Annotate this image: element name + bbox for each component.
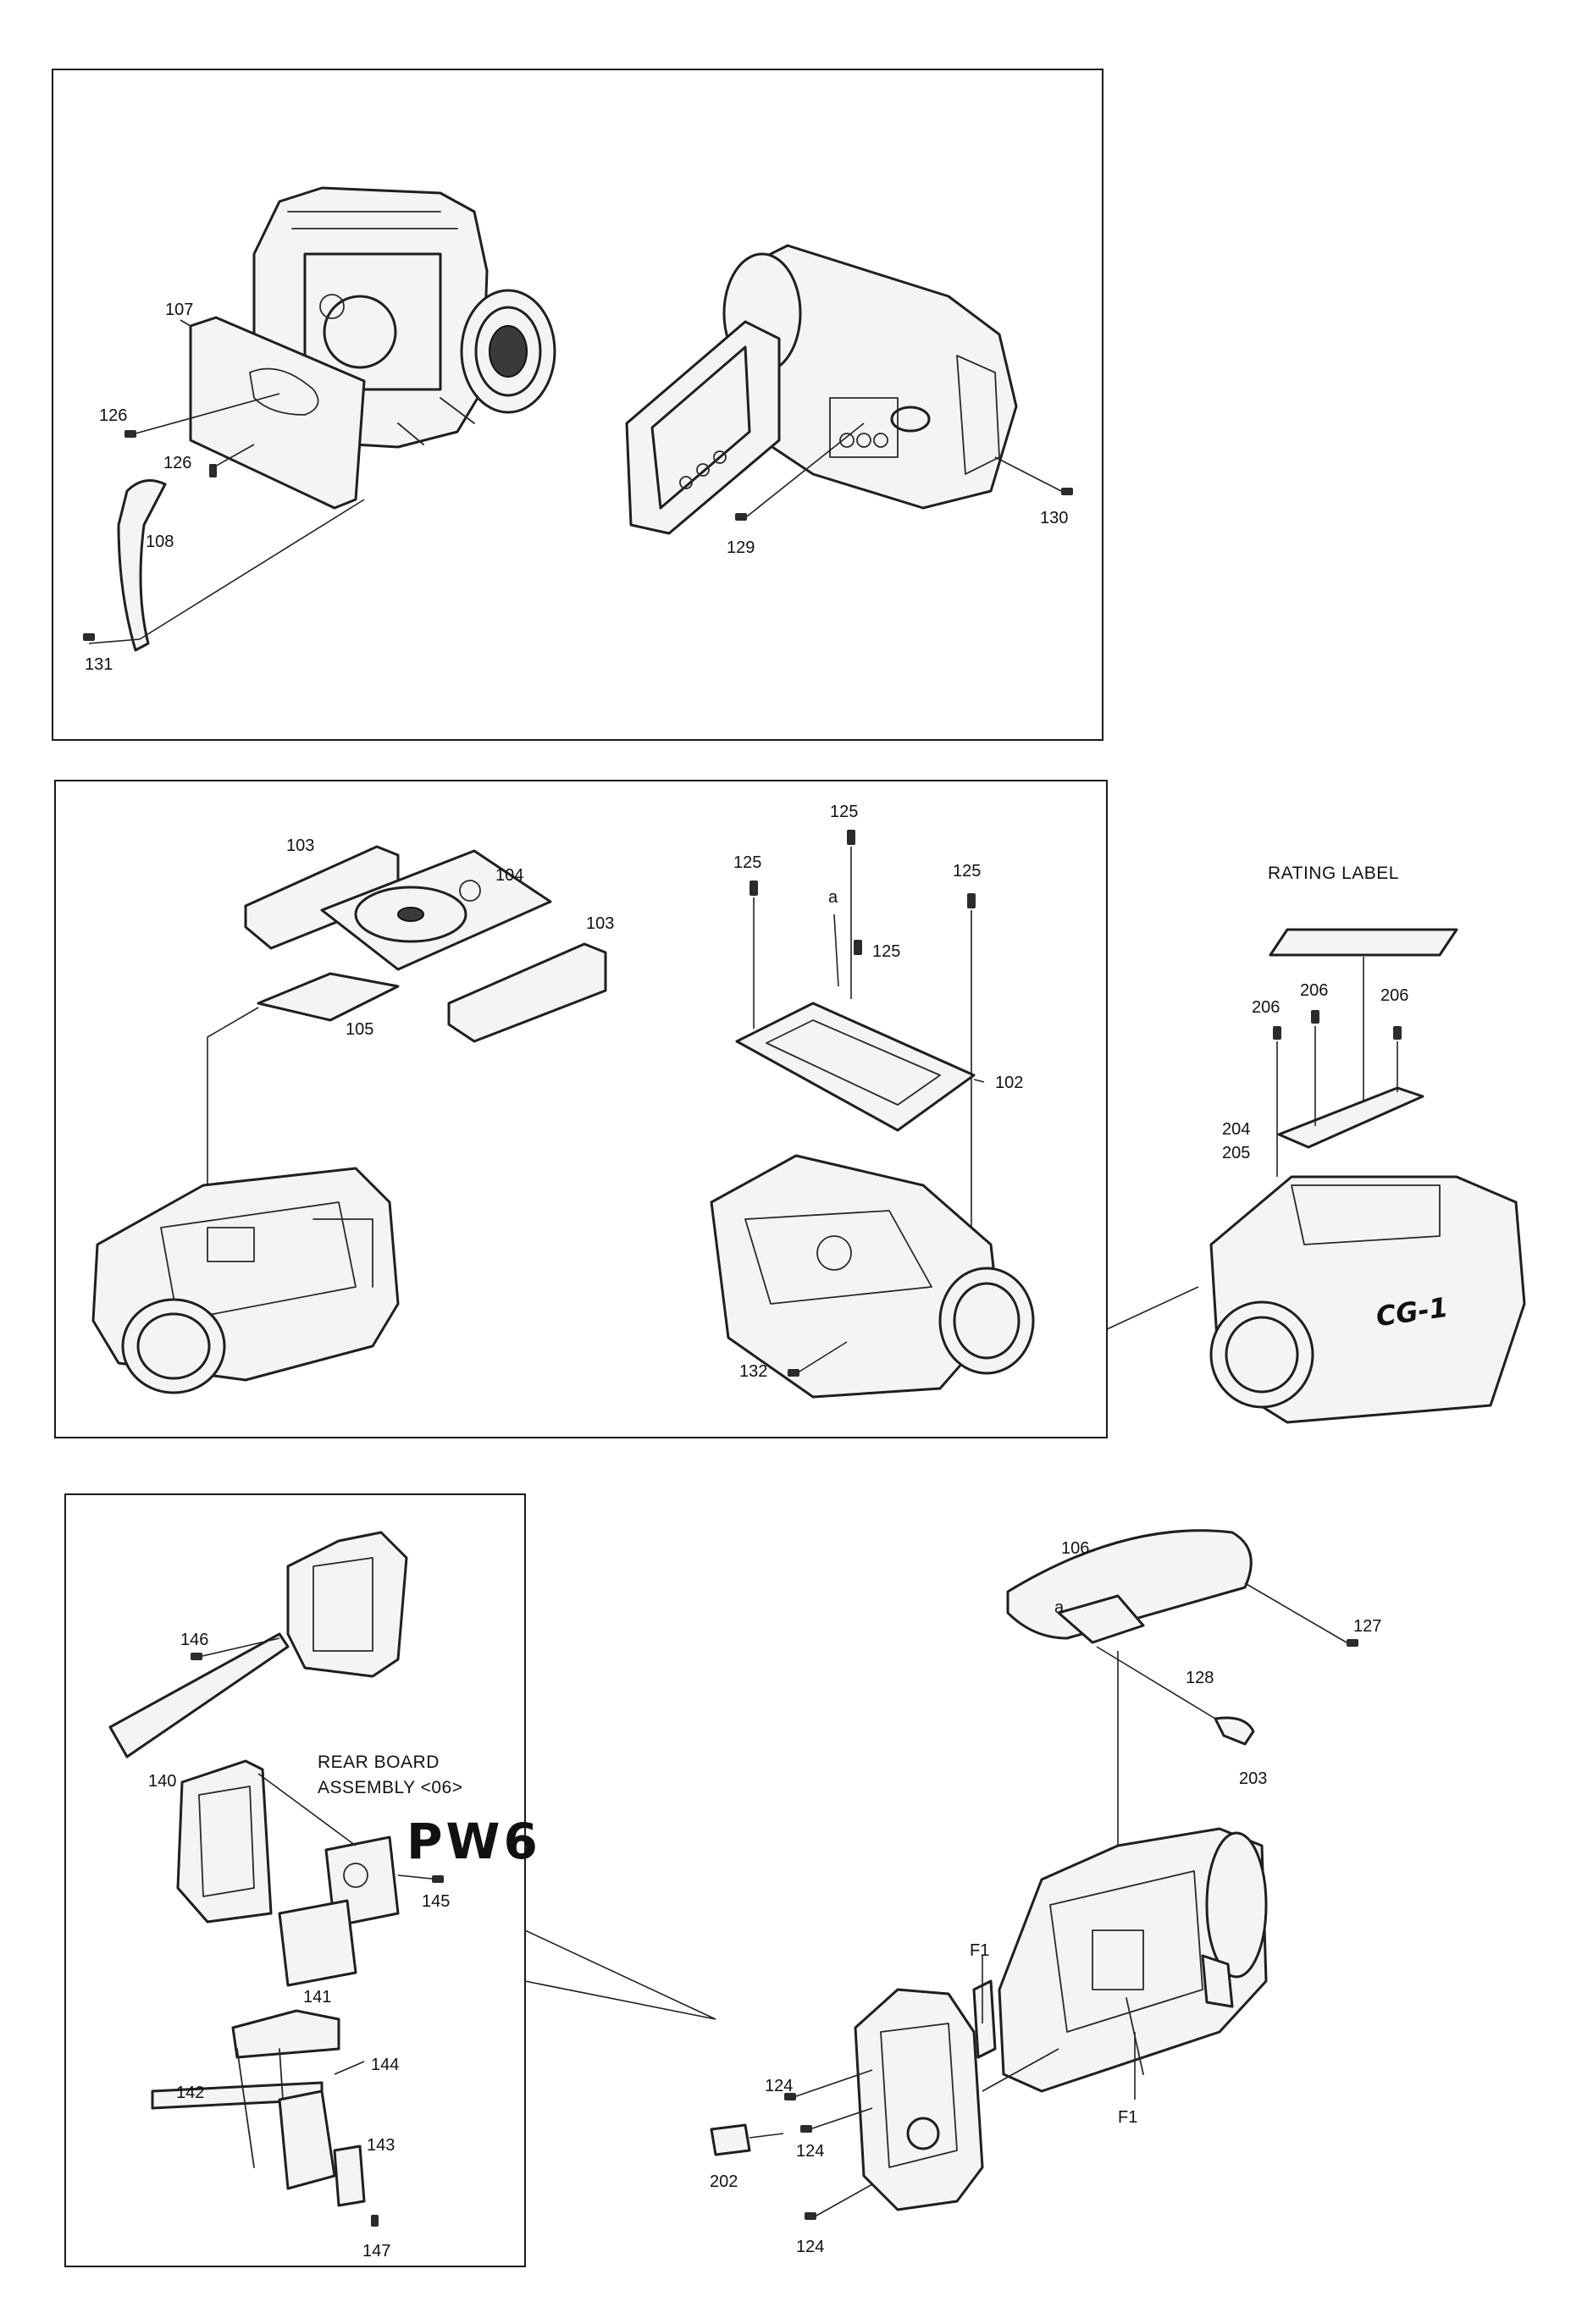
label-144: 144 xyxy=(371,2056,399,2074)
label-202: 202 xyxy=(710,2172,738,2191)
label-206-a: 206 xyxy=(1252,998,1280,1017)
bottom-left-labels: 146 140 145 141 144 142 143 147 xyxy=(148,1631,450,2261)
label-206-c: 206 xyxy=(1380,986,1408,1005)
label-204: 204 xyxy=(1222,1120,1250,1139)
label-a-middle: a xyxy=(828,888,838,907)
camcorder-body-middle-left xyxy=(91,1167,400,1394)
label-105: 105 xyxy=(346,1020,373,1039)
camcorder-lcd-open xyxy=(625,244,1073,535)
label-141: 141 xyxy=(303,1988,331,2007)
label-106: 106 xyxy=(1061,1539,1089,1558)
label-128: 128 xyxy=(1186,1669,1214,1687)
panel-top-frame xyxy=(52,69,1103,741)
bottom-right-labels: 106 127 a 128 203 F1 F1 124 124 124 202 xyxy=(710,1539,1381,2256)
top-panel-labels: 107 126 126 108 131 129 130 xyxy=(85,301,1068,674)
label-a-bottom: a xyxy=(1054,1598,1065,1617)
side-cover-107 xyxy=(180,316,366,510)
camcorder-body-middle-right xyxy=(710,1154,1035,1399)
label-146: 146 xyxy=(180,1631,208,1649)
label-129: 129 xyxy=(727,538,755,557)
handwritten-pw6: PW6 xyxy=(407,1813,541,1870)
callout-rating-label: CG-1 RATING LABEL 206 206 206 204 205 xyxy=(1106,864,1526,1424)
screw-group-top-left xyxy=(83,393,280,641)
hdd-assembly xyxy=(207,845,607,1219)
label-130: 130 xyxy=(1040,509,1068,527)
label-124-b: 124 xyxy=(796,2142,824,2161)
hdd-frame-102 xyxy=(735,830,985,1232)
label-125-c: 125 xyxy=(953,862,981,880)
label-205: 205 xyxy=(1222,1144,1250,1162)
label-140: 140 xyxy=(148,1772,176,1791)
label-124-a: 124 xyxy=(765,2077,793,2095)
label-126-a: 126 xyxy=(99,406,127,425)
callout-wedge xyxy=(524,1929,716,2020)
rear-housing-assembly xyxy=(710,1956,1136,2220)
panel-bottom-left-frame xyxy=(64,1493,526,2267)
label-126-b: 126 xyxy=(163,454,191,472)
label-124-c: 124 xyxy=(796,2238,824,2256)
label-127: 127 xyxy=(1353,1617,1381,1636)
label-104: 104 xyxy=(495,866,523,885)
label-131: 131 xyxy=(85,655,113,674)
label-rating-label: RATING LABEL xyxy=(1268,864,1399,883)
label-102: 102 xyxy=(995,1074,1023,1092)
rear-board-line2: ASSEMBLY <06> xyxy=(318,1778,463,1797)
label-108: 108 xyxy=(146,533,174,551)
front-housing-parts xyxy=(108,1531,408,1758)
label-103-b: 103 xyxy=(586,914,614,933)
label-203: 203 xyxy=(1239,1769,1267,1788)
lower-assembly-parts xyxy=(151,2009,379,2227)
rear-board-assembly: REAR BOARD ASSEMBLY <06> PW6 xyxy=(176,1753,541,1987)
label-125-b: 125 xyxy=(733,853,761,872)
label-147: 147 xyxy=(362,2242,390,2261)
label-125-d: 125 xyxy=(872,942,900,961)
label-142: 142 xyxy=(176,2084,204,2102)
label-132: 132 xyxy=(739,1362,767,1381)
label-103-a: 103 xyxy=(286,836,314,855)
label-107: 107 xyxy=(165,301,193,319)
rear-board-line1: REAR BOARD xyxy=(318,1753,440,1772)
panel-middle-frame xyxy=(54,780,1108,1438)
top-cover-106 xyxy=(1006,1529,1358,1846)
hand-strap-108 xyxy=(88,479,365,652)
label-143: 143 xyxy=(367,2136,395,2155)
label-206-b: 206 xyxy=(1300,981,1328,1000)
label-f1-bottom: F1 xyxy=(1118,2108,1137,2127)
label-145: 145 xyxy=(422,1892,450,1911)
main-body-assembly xyxy=(998,1827,1268,2093)
label-125-a: 125 xyxy=(830,803,858,821)
label-f1-top: F1 xyxy=(970,1941,989,1960)
middle-panel-labels: 103 104 103 105 125 125 125 125 a 102 13… xyxy=(286,803,1023,1381)
